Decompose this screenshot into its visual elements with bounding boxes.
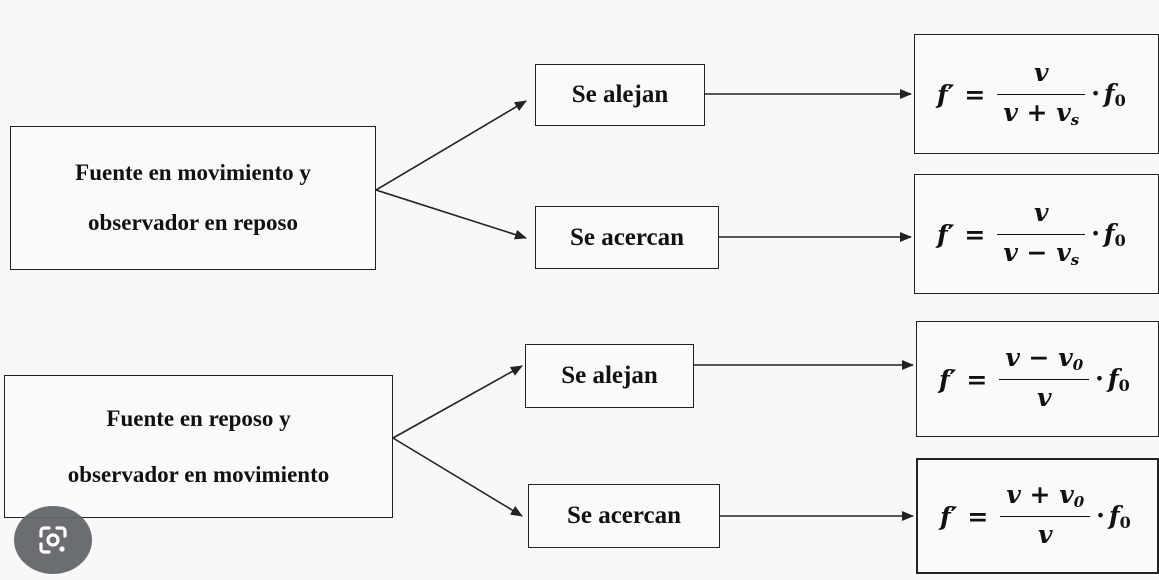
source-box-line1: Fuente en reposo y bbox=[106, 405, 291, 431]
formula-doppler: f′ = v v + vs ·f0 bbox=[937, 58, 1126, 129]
fraction: v + v0 v bbox=[1000, 480, 1091, 551]
fraction: v v − vs bbox=[997, 198, 1086, 269]
label-se-acercan-1: Se acercan bbox=[535, 206, 719, 269]
formula-doppler: f′ = v v − vs ·f0 bbox=[937, 198, 1126, 269]
source-box-line2: observador en reposo bbox=[88, 210, 298, 235]
lens-icon bbox=[39, 526, 67, 554]
source-box-moving-observer: Fuente en reposo y observador en movimie… bbox=[4, 375, 393, 518]
label-se-alejan-1: Se alejan bbox=[535, 64, 705, 126]
arrow-source2-to-acercan bbox=[392, 437, 523, 517]
formula-box-3: f′ = v − v0 v ·f0 bbox=[916, 321, 1159, 437]
formula-box-1: f′ = v v + vs ·f0 bbox=[914, 34, 1159, 154]
formula-box-4: f′ = v + v0 v ·f0 bbox=[916, 458, 1159, 574]
source-box-line1: Fuente en movimiento y bbox=[75, 160, 311, 186]
lens-search-button[interactable] bbox=[14, 506, 92, 574]
formula-box-2: f′ = v v − vs ·f0 bbox=[914, 174, 1159, 294]
fraction: v v + vs bbox=[997, 58, 1086, 129]
arrow-source2-to-alejan bbox=[392, 365, 523, 439]
label-se-alejan-2: Se alejan bbox=[525, 344, 694, 408]
arrow-source1-to-acercan bbox=[375, 189, 527, 240]
source-box-moving-source: Fuente en movimiento y observador en rep… bbox=[10, 126, 376, 270]
label-se-acercan-2: Se acercan bbox=[528, 484, 720, 548]
formula-doppler: f′ = v + v0 v ·f0 bbox=[940, 480, 1131, 551]
fraction: v − v0 v bbox=[999, 343, 1090, 414]
arrow-source1-to-alejan bbox=[375, 100, 527, 191]
formula-doppler: f′ = v − v0 v ·f0 bbox=[939, 343, 1130, 414]
source-box-line2: observador en movimiento bbox=[67, 461, 330, 487]
